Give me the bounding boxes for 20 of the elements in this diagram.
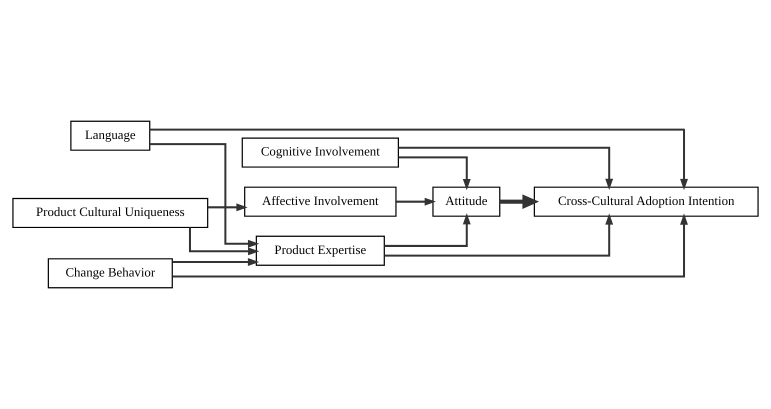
node-box: Cognitive Involvement xyxy=(242,138,399,168)
arrow xyxy=(398,156,471,190)
arrow xyxy=(500,194,540,209)
arrow xyxy=(384,213,614,257)
node-box: Affective Involvement xyxy=(244,186,397,217)
arrow xyxy=(172,213,688,278)
arrow xyxy=(208,203,248,212)
arrow xyxy=(396,198,436,206)
arrow xyxy=(150,143,260,248)
arrow xyxy=(188,227,260,256)
node-box: Attitude xyxy=(432,186,500,217)
node-box: Product Expertise xyxy=(256,236,385,266)
node-box: Language xyxy=(70,120,150,151)
node-box: Product Cultural Uniqueness xyxy=(12,198,208,228)
node-box: Cross-Cultural Adoption Intention xyxy=(534,186,759,217)
arrow xyxy=(150,128,688,190)
arrow xyxy=(172,258,260,266)
arrow xyxy=(398,146,614,190)
arrow xyxy=(384,213,471,247)
node-box: Change Behavior xyxy=(48,258,173,288)
